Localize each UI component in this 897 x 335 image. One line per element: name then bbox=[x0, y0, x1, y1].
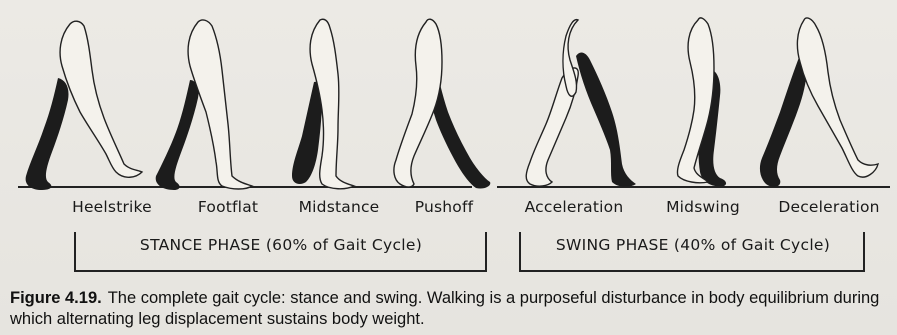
leg-figure-pushoff bbox=[394, 19, 490, 188]
phase-label-midswing: Midswing bbox=[666, 198, 740, 216]
swing-phase-label: SWING PHASE (40% of Gait Cycle) bbox=[556, 236, 830, 254]
phase-label-midstance: Midstance bbox=[299, 198, 380, 216]
figure-number: Figure 4.19. bbox=[10, 289, 102, 307]
phase-label-footflat: Footflat bbox=[198, 198, 258, 216]
gait-cycle-figure: Heelstrike Footflat Midstance Pushoff Ac… bbox=[0, 0, 897, 245]
phase-label-pushoff: Pushoff bbox=[415, 198, 474, 216]
leg-figure-footflat bbox=[156, 20, 252, 190]
phase-label-deceleration: Deceleration bbox=[778, 198, 879, 216]
leg-figure-midstance bbox=[292, 19, 354, 189]
leg-figure-heelstrike bbox=[26, 21, 142, 190]
leg-figure-midswing bbox=[677, 18, 726, 186]
figure-caption: Figure 4.19.The complete gait cycle: sta… bbox=[10, 288, 895, 330]
phase-label-acceleration: Acceleration bbox=[525, 198, 624, 216]
caption-text: The complete gait cycle: stance and swin… bbox=[10, 289, 879, 328]
leg-figure-deceleration bbox=[760, 18, 878, 187]
phase-label-heelstrike: Heelstrike bbox=[72, 198, 152, 216]
leg-figure-acceleration bbox=[526, 20, 636, 187]
stance-phase-label: STANCE PHASE (60% of Gait Cycle) bbox=[140, 236, 422, 254]
